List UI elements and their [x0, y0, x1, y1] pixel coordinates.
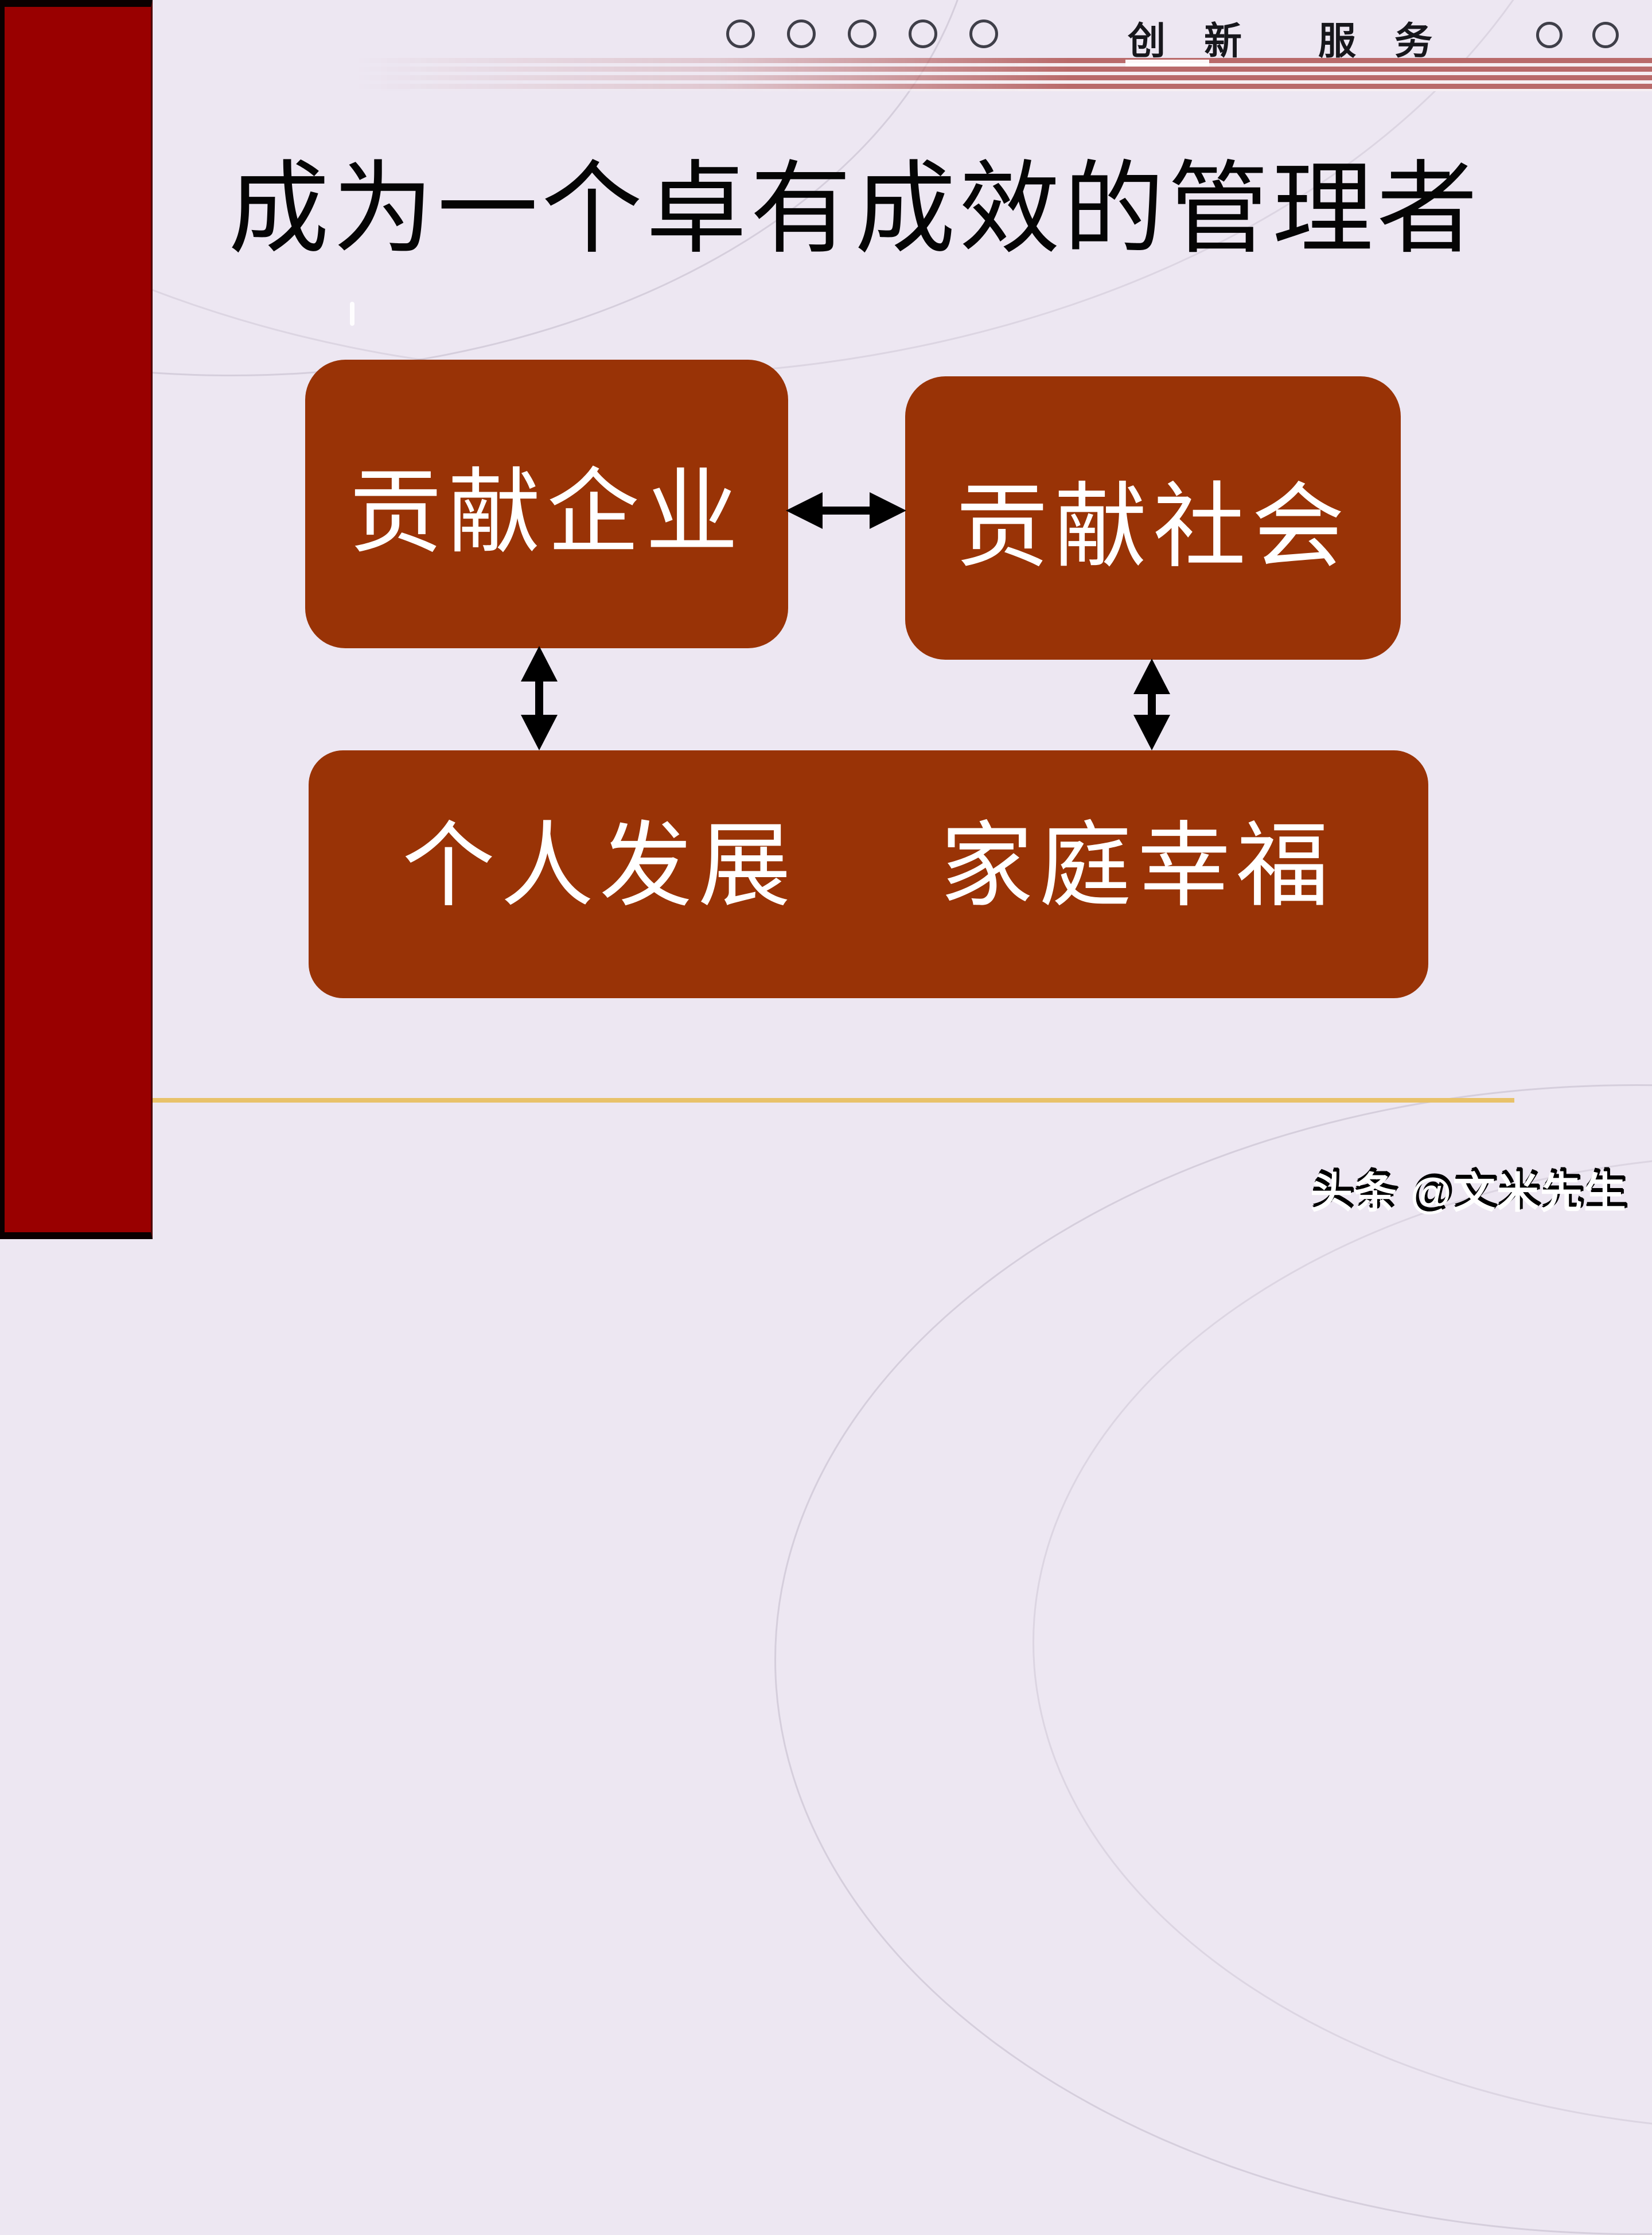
box-contribute-enterprise: 贡献企业 — [305, 360, 788, 648]
circle-icon — [726, 20, 755, 48]
box-label: 贡献社会 — [956, 473, 1350, 581]
motto-innovation: 创 新 — [1128, 18, 1254, 63]
header-motto: 创 新 服 务 — [1128, 10, 1445, 65]
header-stripes — [356, 58, 1652, 91]
circle-icon — [787, 20, 816, 48]
box-label-personal: 个人发展 — [402, 812, 797, 920]
box-label-family: 家庭幸福 — [940, 812, 1335, 920]
motto-service: 服 务 — [1318, 18, 1445, 63]
cursor-tick — [350, 302, 354, 326]
watermark: 头条 @文米先生 — [1310, 1169, 1627, 1217]
box-personal-family: 个人发展 家庭幸福 — [309, 750, 1428, 998]
arrow-shaft — [535, 669, 543, 727]
arrowhead-right-icon — [870, 492, 906, 529]
footer-gold-line — [153, 1098, 1514, 1103]
header-circles-right — [1536, 22, 1619, 48]
circle-icon — [848, 20, 876, 48]
red-sidebar — [0, 0, 153, 1239]
arrow-shaft — [811, 507, 881, 515]
background-swirl — [1032, 1153, 1652, 2132]
box-contribute-society: 贡献社会 — [905, 376, 1401, 660]
double-arrow-horizontal — [786, 492, 906, 529]
header-circles-left — [726, 20, 998, 48]
circle-icon — [1592, 22, 1619, 48]
slide-title: 成为一个卓有成效的管理者 — [228, 150, 1482, 268]
double-arrow-vertical-left — [521, 646, 558, 750]
circle-icon — [969, 20, 998, 48]
background-swirl — [774, 1084, 1652, 2235]
circle-icon — [909, 20, 937, 48]
circle-icon — [1536, 22, 1563, 48]
box-label: 贡献企业 — [349, 459, 744, 567]
arrowhead-down-icon — [521, 715, 558, 750]
motto-underline — [1125, 60, 1209, 67]
double-arrow-vertical-right — [1133, 659, 1170, 750]
arrowhead-down-icon — [1133, 715, 1170, 750]
